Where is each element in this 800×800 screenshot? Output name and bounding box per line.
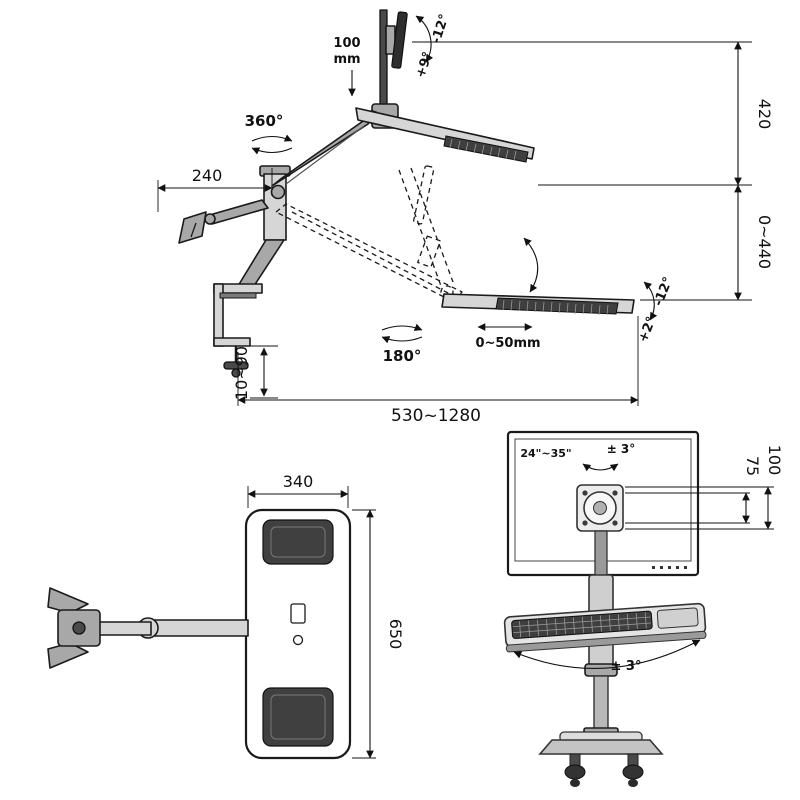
raise-lower-arrow: [523, 237, 539, 293]
screen-size-label: 24"~35": [520, 447, 571, 460]
head-rotation-arrow: [582, 463, 619, 472]
pole-lower: [593, 675, 609, 733]
dim-420-label: 420: [755, 99, 774, 130]
tray-rotation-arrow: [381, 323, 423, 344]
tray-tilt-up-label: +2°: [636, 315, 660, 345]
monitor-side: [391, 11, 408, 69]
swivel-label: 360°: [245, 112, 284, 130]
dim-650-label: 650: [386, 619, 405, 650]
tray-center-hardware: [290, 603, 306, 646]
tray-bottom-slot: [262, 687, 334, 747]
tray-front-view: [503, 602, 707, 653]
arm-top-view: [95, 617, 249, 639]
dim-0-440-label: 0~440: [755, 215, 774, 269]
monitor-travel-value: 100: [333, 36, 360, 51]
tray-rotation-arrow-front: [513, 639, 701, 669]
dim-340-label: 340: [283, 472, 314, 491]
tray-rotation-label-front: ± 3°: [611, 659, 642, 674]
lower-keyboard-tray: [441, 293, 635, 316]
monitor-column-lowered: [398, 165, 454, 287]
dim-240-label: 240: [192, 166, 223, 185]
swivel-rotation-arrow: [251, 134, 293, 155]
dim-100-label: 100: [765, 445, 784, 476]
head-rotation-label: ± 3°: [607, 442, 636, 456]
clamp-top-view: [47, 587, 101, 669]
dim-10-90-label: 10~90: [232, 346, 251, 400]
base-plate: [538, 731, 664, 755]
post-to-clamp: [237, 239, 285, 287]
tray-top-slot: [262, 519, 334, 565]
base-clamp-right: [622, 753, 644, 787]
monitor-tilt-down-label: -12°: [429, 12, 453, 45]
dim-75-label: 75: [743, 456, 762, 476]
monitor-travel-unit: mm: [333, 52, 360, 67]
top-view-diagram: 340 650: [47, 472, 405, 760]
side-view-diagram: -12° +9° 100 mm 360° 240: [157, 9, 774, 426]
monitor-buttons: [652, 566, 687, 569]
dim-530-1280-label: 530~1280: [391, 406, 481, 426]
vesa-riser: [594, 530, 608, 578]
tray-tilt-down-label: -12°: [651, 275, 676, 308]
tray-rotation-label: 180°: [383, 347, 422, 365]
base-clamp-left: [564, 753, 586, 787]
monitor-tilt-arc: [415, 15, 434, 63]
monitor-tilt-up-label: +9°: [413, 50, 435, 80]
upper-keyboard-tray: [355, 107, 535, 163]
gas-spring-arm-raised: [270, 110, 379, 200]
front-view-diagram: 24"~35" ± 3° 75 100: [503, 430, 784, 787]
tray-slide-label: 0~50mm: [475, 336, 540, 351]
vesa-plate: [576, 484, 624, 532]
gas-spring-arm-lowered: [275, 203, 463, 303]
folded-vesa-head: [178, 199, 269, 244]
